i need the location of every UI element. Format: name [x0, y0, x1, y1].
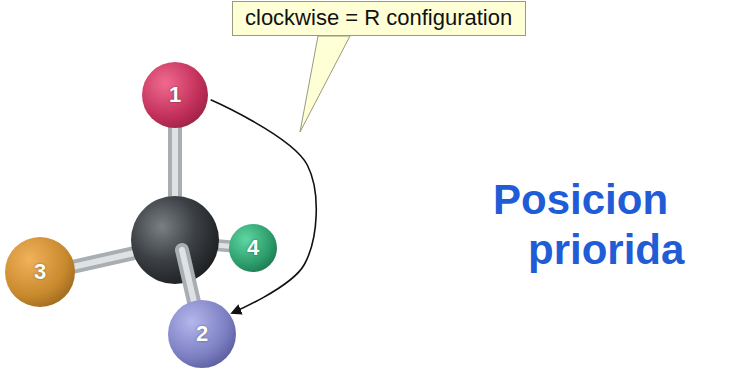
callout-box: clockwise = R configuration [232, 1, 526, 36]
priority-number: 2 [196, 321, 208, 347]
priority-number: 1 [169, 82, 181, 108]
callout-pointer [300, 36, 350, 132]
callout-text: clockwise = R configuration [245, 5, 512, 30]
priority-1-atom: 1 [142, 62, 208, 128]
slide-heading: Posicion [493, 176, 668, 224]
priority-4-atom: 4 [229, 224, 277, 272]
priority-number: 4 [247, 235, 259, 261]
priority-2-atom: 2 [168, 300, 236, 368]
priority-3-atom: 3 [5, 237, 75, 307]
priority-number: 3 [34, 259, 46, 285]
rotation-arrow [211, 100, 317, 313]
slide-heading: priorida [528, 226, 684, 274]
carbon-atom [131, 196, 219, 284]
